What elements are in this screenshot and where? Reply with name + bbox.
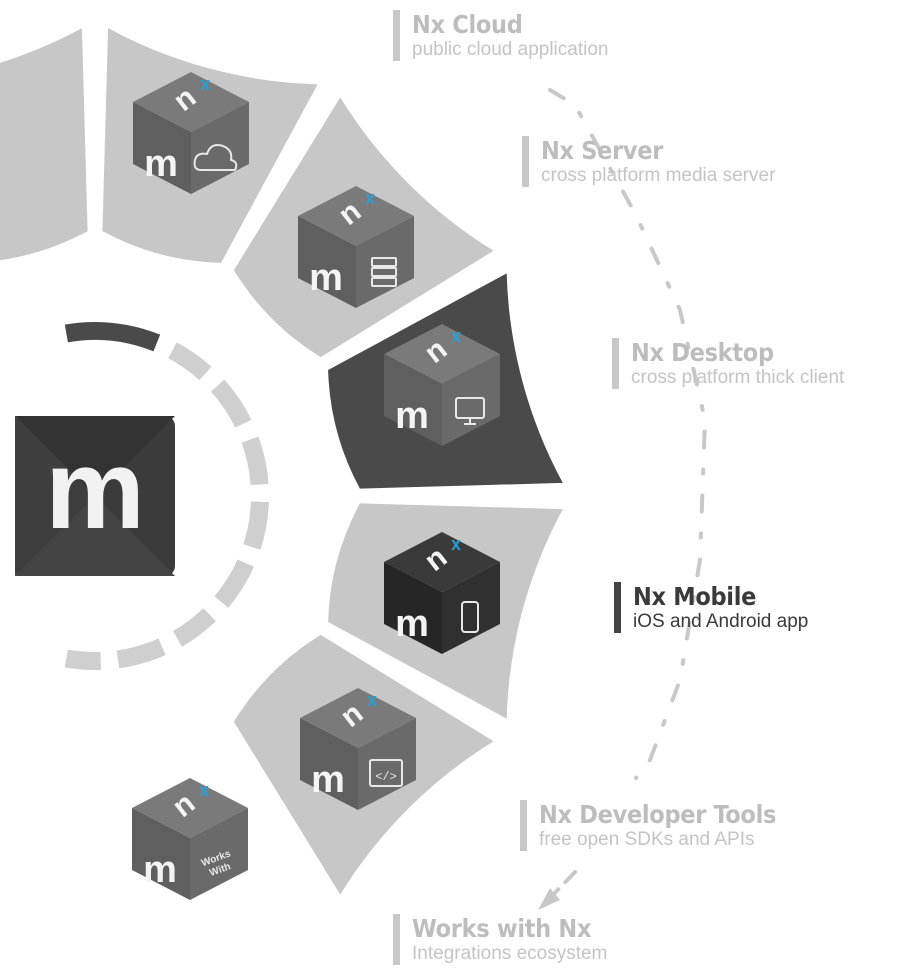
inner-ring-dash — [241, 436, 269, 486]
label-nx-developer-tools: Nx Developer Tools free open SDKs and AP… — [520, 800, 776, 851]
cloud-icon — [193, 144, 238, 171]
cube-top-accent: x — [199, 780, 209, 800]
label-subtitle: cross platform thick client — [631, 367, 845, 388]
label-subtitle: iOS and Android app — [633, 611, 809, 632]
cube-side-mark: m — [144, 143, 178, 185]
svg-text:</>: </> — [375, 770, 397, 784]
label-nx-server: Nx Server cross platform media server — [522, 136, 775, 187]
label-subtitle: public cloud application — [412, 39, 609, 60]
label-nx-desktop: Nx Desktop cross platform thick client — [612, 338, 844, 389]
inner-ring-dash — [172, 608, 216, 647]
inner-ring-dash — [243, 501, 269, 550]
label-subtitle: free open SDKs and APIs — [539, 829, 755, 850]
cube-code: nxm</> — [300, 688, 416, 810]
cube-phone: nxm — [384, 532, 500, 654]
label-subtitle: Integrations ecosystem — [412, 943, 608, 964]
inner-ring-dash — [214, 559, 254, 608]
cube-server: nxm — [298, 186, 414, 308]
cube-monitor: nxm — [384, 324, 500, 446]
label-nx-mobile: Nx Mobile iOS and Android app — [614, 582, 808, 633]
label-title: Nx Developer Tools — [539, 800, 777, 829]
label-works-with-nx: Works with Nx Integrations ecosystem — [393, 914, 607, 965]
label-title: Nx Server — [541, 136, 664, 165]
server-icon — [371, 257, 397, 287]
cube-side-mark: m — [311, 759, 345, 801]
cube-cloud: nxm — [133, 72, 249, 194]
phone-icon — [461, 601, 479, 633]
label-title: Nx Mobile — [633, 582, 757, 611]
inner-ring-dash — [168, 342, 212, 381]
inner-ring-dash — [64, 649, 102, 670]
nx-meta-logo: m — [15, 416, 175, 576]
label-nx-cloud: Nx Cloud public cloud application — [393, 10, 608, 61]
arrow-head — [538, 888, 560, 910]
monitor-icon — [455, 397, 485, 425]
connector-dashed-line — [548, 88, 708, 780]
cube-side-mark: m — [395, 603, 429, 645]
label-title: Nx Cloud — [412, 10, 523, 39]
cube-top-accent: x — [451, 326, 461, 346]
cube-top-accent: x — [367, 690, 377, 710]
code-icon: </> — [369, 759, 403, 787]
cube-top-accent: x — [200, 74, 210, 94]
inner-ring-active-arc — [64, 322, 161, 352]
cube-side-mark: m — [395, 395, 429, 437]
label-title: Works with Nx — [412, 914, 592, 943]
label-title: Nx Desktop — [631, 338, 774, 367]
cube-side-mark: m — [309, 257, 343, 299]
label-subtitle: cross platform media server — [541, 165, 776, 186]
logo-mark: m — [45, 427, 145, 552]
inner-ring-dash — [210, 379, 252, 428]
cube-top-accent: x — [451, 534, 461, 554]
cube-top-accent: x — [365, 188, 375, 208]
segment-cloud[interactable] — [0, 28, 88, 263]
inner-ring-dash — [116, 638, 166, 669]
cube-side-mark: m — [143, 849, 177, 891]
